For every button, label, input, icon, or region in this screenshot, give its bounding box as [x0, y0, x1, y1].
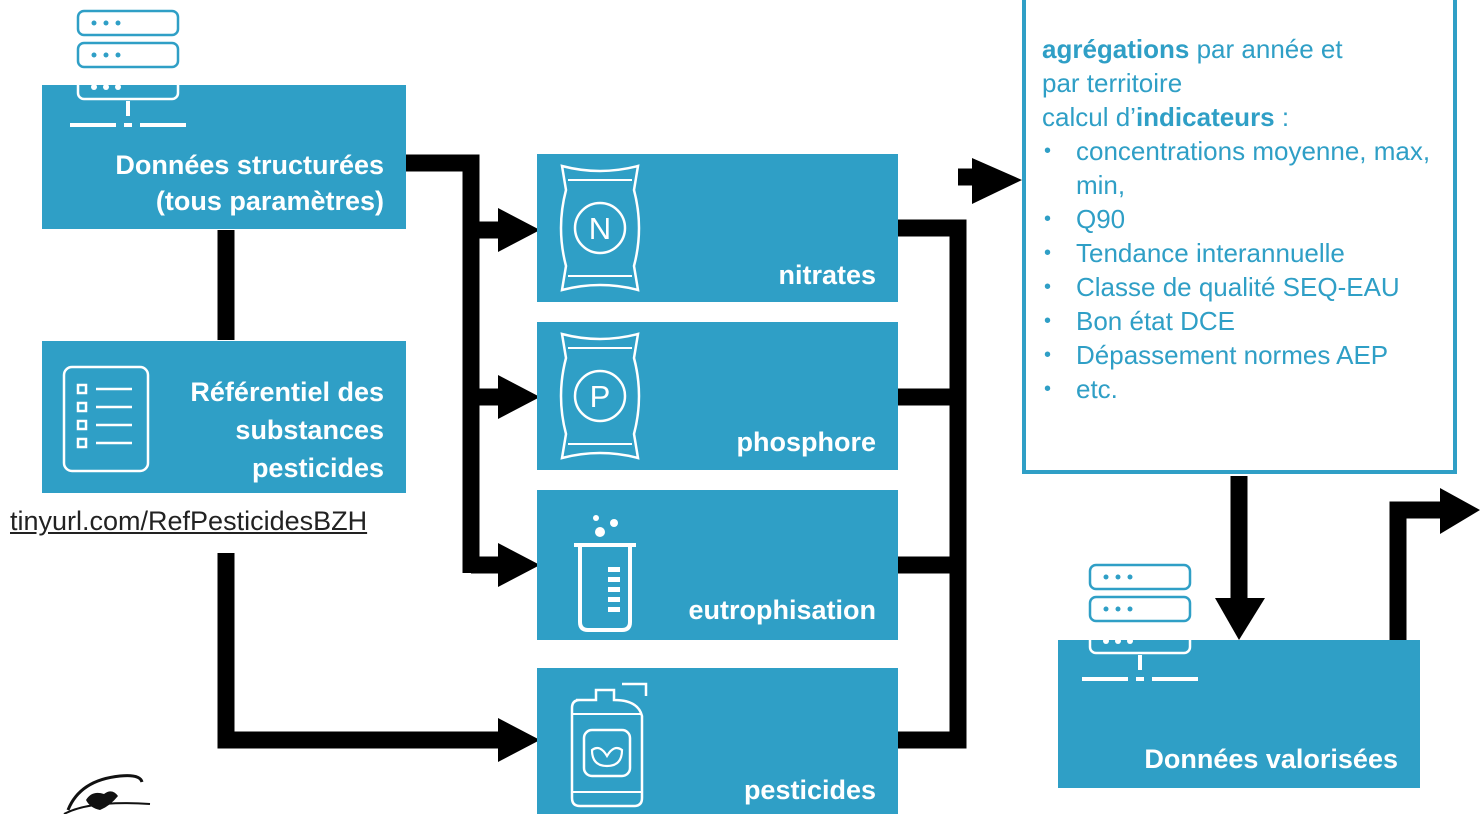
aggregation-line: agrégations par année et — [1042, 32, 1462, 66]
processing-text: agrégations par année et par territoire … — [1042, 32, 1462, 406]
server-icon — [1082, 563, 1198, 681]
theme-label-eutrophisation: eutrophisation — [688, 595, 877, 625]
pesticide-can-icon — [570, 682, 648, 808]
referential-line3: pesticides — [251, 453, 384, 483]
referential-link[interactable]: tinyurl.com/RefPesticidesBZH — [10, 506, 368, 536]
theme-label-phosphore: phosphore — [736, 427, 877, 457]
indicator-item: Bon état DCE — [1042, 304, 1462, 338]
arrowhead-output — [1215, 598, 1265, 640]
aggregation-rest: par année et — [1189, 34, 1343, 64]
arrowhead-pesticides — [498, 718, 540, 762]
structured-data-label: Données structurées (tous paramètres) — [50, 147, 384, 219]
theme-box-nitrates — [537, 154, 898, 302]
arrowhead-nitrates — [498, 208, 540, 252]
arrow-themes-collector — [898, 168, 975, 749]
arrowhead-eutrophisation — [498, 543, 540, 587]
arrowhead-phosphore — [498, 375, 540, 419]
arrow-referential-to-pesticides — [217, 553, 498, 749]
referential-label: Référentiel des substances pesticides — [160, 373, 384, 487]
structured-data-line1: Données structurées — [115, 150, 384, 180]
theme-box-phosphore — [537, 322, 898, 470]
structured-data-box — [42, 85, 406, 229]
output-box — [1058, 640, 1420, 788]
checklist-icon — [62, 365, 150, 473]
output-label: Données valorisées — [1144, 744, 1398, 774]
indicator-item: Q90 — [1042, 202, 1462, 236]
beaker-icon — [574, 515, 636, 632]
indicators-pre: calcul d’ — [1042, 102, 1136, 132]
theme-label-nitrates: nitrates — [778, 260, 876, 290]
arrow-output-exit — [1389, 501, 1440, 640]
arrowhead-processing — [972, 158, 1022, 204]
indicator-item: Classe de qualité SEQ-EAU — [1042, 270, 1462, 304]
structured-data-line2: (tous paramètres) — [155, 186, 384, 216]
indicator-item: Dépassement normes AEP — [1042, 338, 1462, 372]
arrowhead-exit — [1440, 488, 1480, 534]
logo — [63, 774, 151, 814]
phosphorus-symbol: P — [590, 379, 611, 414]
theme-box-eutrophisation — [537, 490, 898, 640]
indicator-item: Tendance interannuelle — [1042, 236, 1462, 270]
theme-label-pesticides: pesticides — [743, 775, 876, 805]
arrow-structured-trunk — [405, 154, 480, 573]
indicators-keyword: indicateurs — [1135, 102, 1275, 132]
indicator-item: concentrations moyenne, max, min, — [1042, 134, 1462, 202]
nitrogen-symbol: N — [589, 211, 611, 246]
indicator-item: etc. — [1042, 372, 1462, 406]
indicators-post: : — [1274, 102, 1290, 132]
aggregation-line2: par territoire — [1042, 68, 1183, 98]
phosphorus-bag-icon: P — [559, 332, 641, 460]
aggregation-keyword: agrégations — [1042, 34, 1190, 64]
referential-line1: Référentiel des — [190, 377, 384, 407]
indicator-list: concentrations moyenne, max, min, Q90 Te… — [1042, 134, 1462, 406]
server-icon — [70, 9, 186, 127]
referential-line2: substances — [235, 415, 384, 445]
indicators-line: calcul d’indicateurs : — [1042, 100, 1462, 134]
nitrogen-bag-icon: N — [559, 164, 641, 292]
